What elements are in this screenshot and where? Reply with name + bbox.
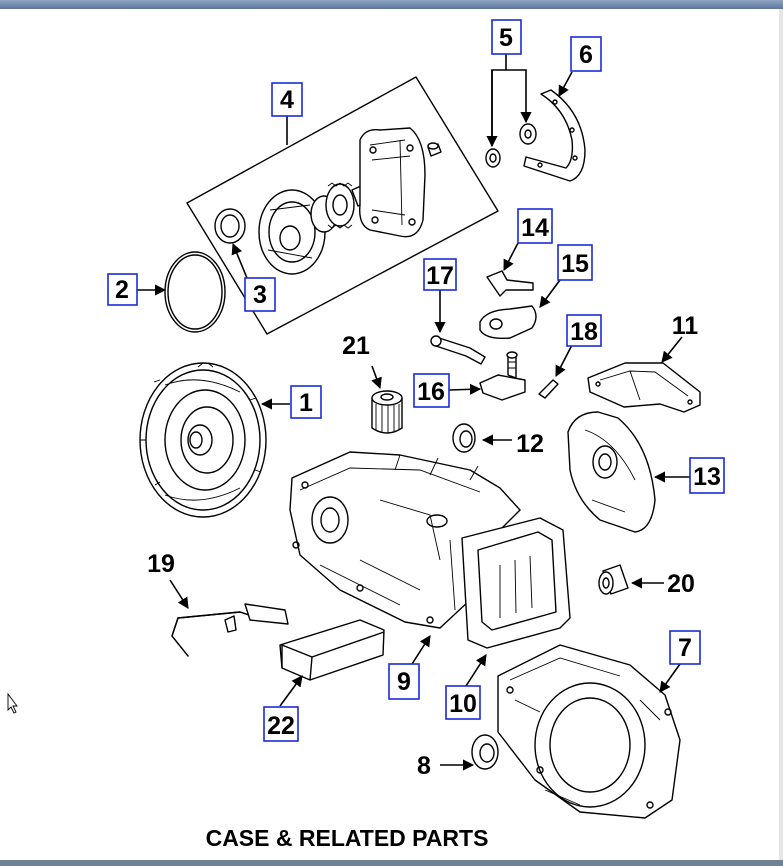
oil-pump-assembly[interactable]	[186, 76, 499, 335]
svg-text:11: 11	[672, 312, 699, 340]
seal-8[interactable]	[471, 734, 499, 770]
callout-14[interactable]: 14	[517, 208, 553, 244]
strainer-22[interactable]	[279, 619, 385, 681]
side-cover-13[interactable]	[567, 411, 656, 533]
svg-text:13: 13	[693, 463, 721, 491]
callout-4[interactable]: 4	[271, 82, 303, 117]
svg-text:10: 10	[449, 690, 477, 718]
svg-text:18: 18	[570, 318, 598, 346]
svg-text:20: 20	[667, 570, 695, 598]
callout-16[interactable]: 16	[413, 373, 450, 408]
cover-11[interactable]	[587, 362, 701, 413]
callout-6[interactable]: 6	[570, 36, 602, 72]
callout-21[interactable]: 21	[342, 332, 370, 360]
callout-17[interactable]: 17	[423, 258, 457, 291]
callout-2[interactable]: 2	[107, 273, 138, 306]
svg-text:16: 16	[417, 378, 445, 406]
svg-text:6: 6	[579, 41, 593, 69]
svg-text:1: 1	[299, 389, 313, 417]
oil-pan-gasket[interactable]	[461, 517, 571, 649]
callout-9[interactable]: 9	[388, 663, 420, 700]
callout-19[interactable]: 19	[147, 550, 175, 578]
callout-5[interactable]: 5	[491, 19, 522, 55]
o-ring[interactable]	[164, 251, 226, 333]
solenoid-15[interactable]	[479, 305, 537, 340]
pipe-17[interactable]	[430, 335, 486, 365]
converter-housing[interactable]	[497, 644, 681, 819]
status-bar	[0, 860, 783, 866]
diagram-title: CASE & RELATED PARTS	[206, 825, 489, 851]
bushing-20[interactable]	[598, 564, 629, 595]
svg-text:5: 5	[499, 24, 513, 52]
callout-13[interactable]: 13	[689, 457, 725, 494]
svg-text:8: 8	[417, 752, 431, 780]
svg-text:9: 9	[397, 668, 411, 696]
callout-12[interactable]: 12	[516, 430, 544, 458]
svg-text:3: 3	[253, 281, 267, 309]
callout-8[interactable]: 8	[417, 752, 431, 780]
bracket-14[interactable]	[486, 270, 534, 297]
seal-12[interactable]	[452, 423, 476, 453]
svg-text:4: 4	[280, 86, 294, 114]
svg-text:19: 19	[147, 550, 175, 578]
gasket-ring[interactable]	[523, 89, 586, 182]
svg-text:12: 12	[516, 430, 544, 458]
callout-15[interactable]: 15	[557, 244, 593, 281]
tube-19[interactable]	[171, 603, 289, 657]
callout-22[interactable]: 22	[263, 706, 299, 742]
svg-text:2: 2	[115, 276, 129, 304]
oil-filter[interactable]	[371, 390, 403, 434]
callout-3[interactable]: 3	[244, 277, 276, 312]
svg-text:15: 15	[561, 250, 589, 278]
sensor-16[interactable]	[479, 351, 526, 401]
leader-lines	[137, 54, 690, 771]
svg-text:22: 22	[267, 712, 295, 740]
plug-18[interactable]	[538, 379, 559, 399]
callout-20[interactable]: 20	[667, 570, 695, 598]
vertical-scrollbar[interactable]	[779, 9, 783, 860]
callout-1[interactable]: 1	[290, 385, 322, 419]
svg-text:14: 14	[521, 214, 549, 242]
svg-text:7: 7	[678, 634, 692, 662]
svg-text:17: 17	[426, 262, 454, 290]
torque-converter[interactable]	[139, 362, 267, 518]
callout-10[interactable]: 10	[445, 685, 481, 720]
callout-11[interactable]: 11	[672, 312, 699, 340]
callout-18[interactable]: 18	[566, 314, 602, 347]
window-title-bar	[0, 0, 783, 9]
arrow-pointer-icon	[7, 692, 18, 714]
svg-text:21: 21	[342, 332, 370, 360]
callout-7[interactable]: 7	[669, 630, 701, 665]
